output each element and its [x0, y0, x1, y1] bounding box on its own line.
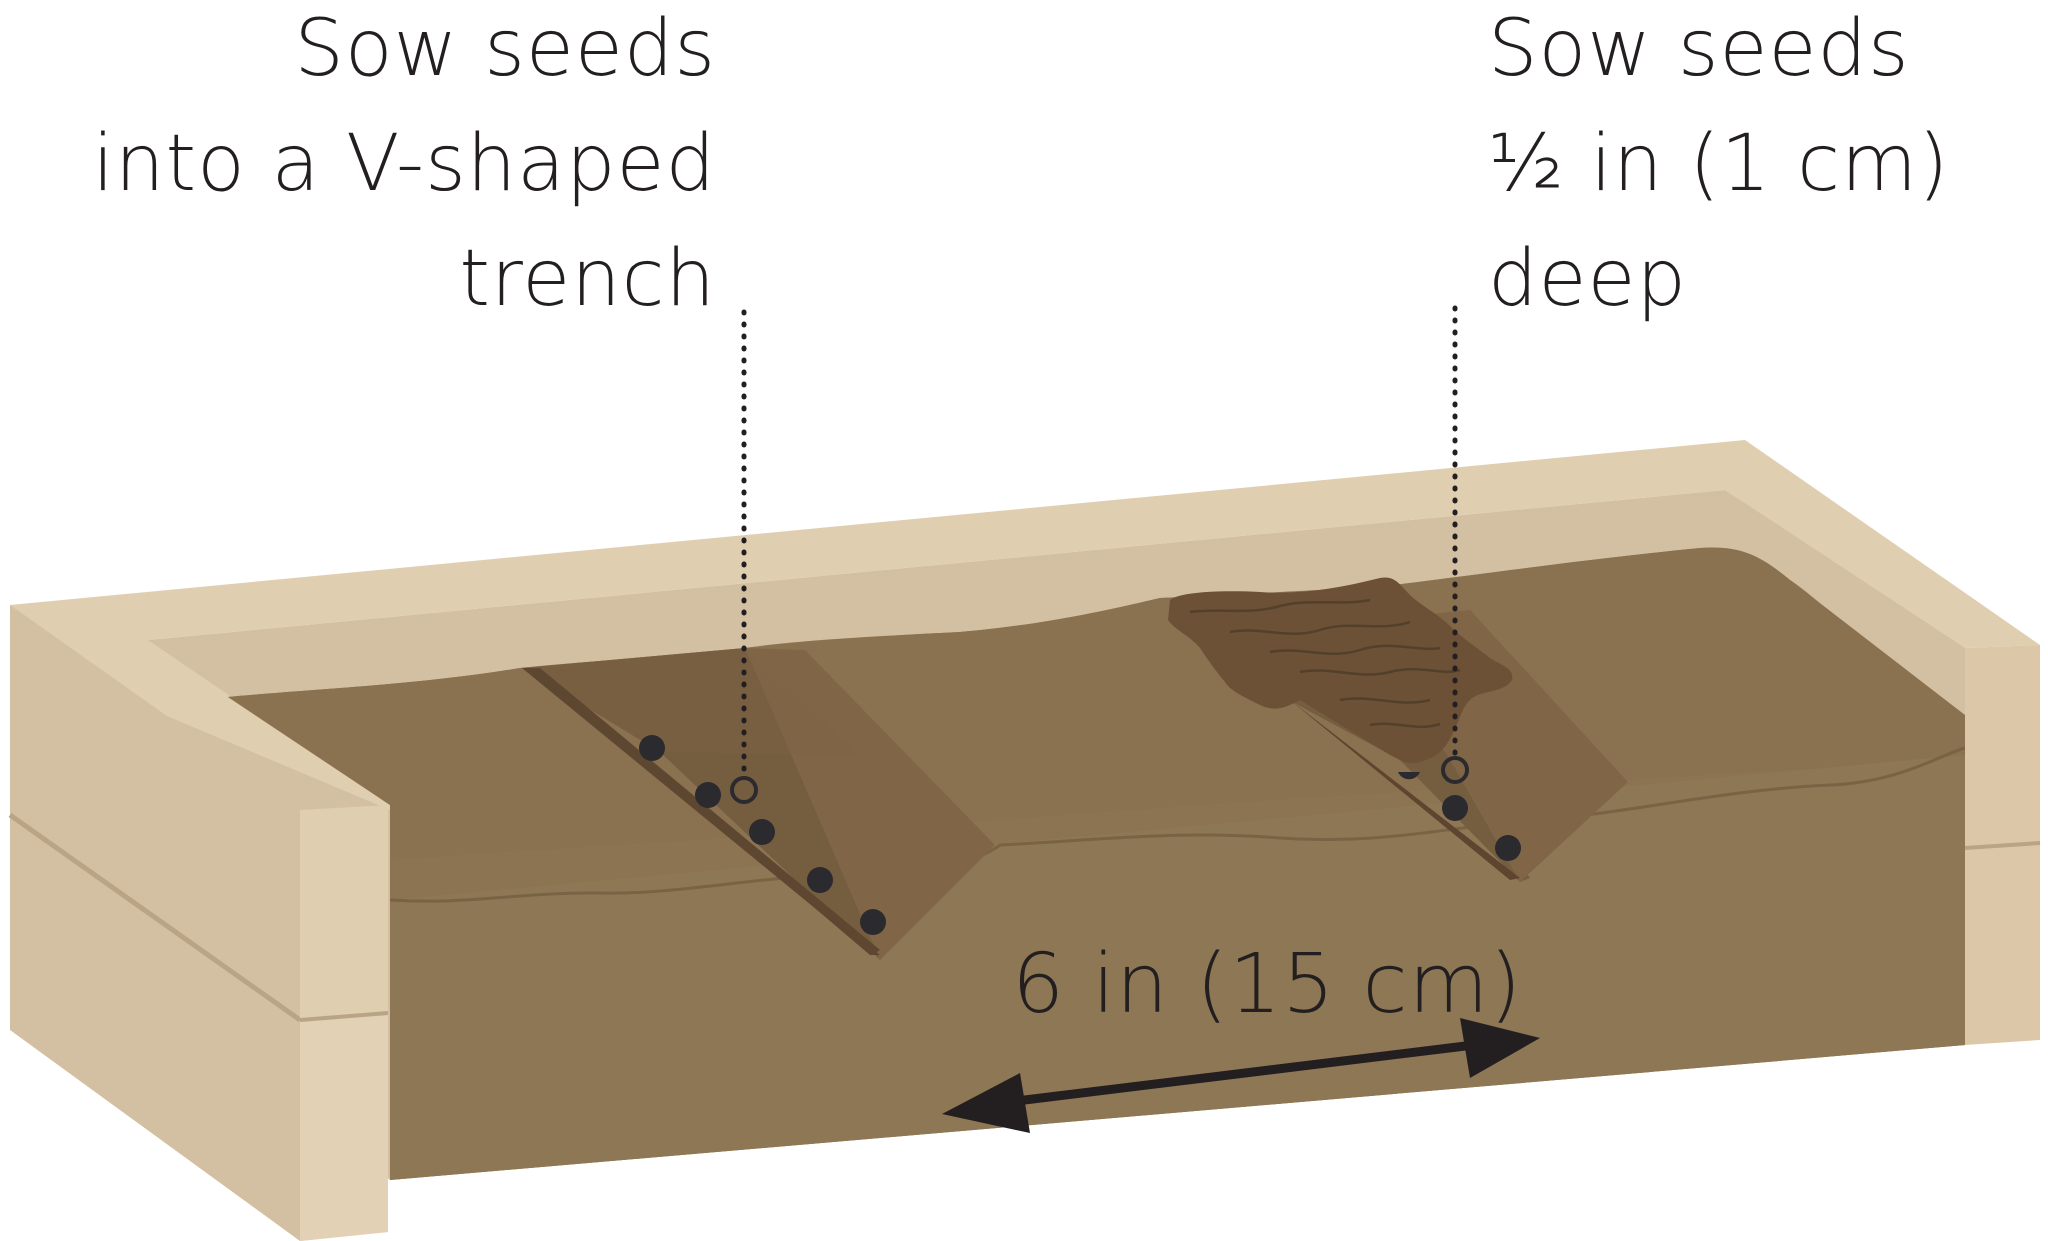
depth-label-line-2: ½ in (1 cm) [1488, 119, 1950, 209]
seed [1495, 835, 1521, 861]
front-frame-left-board-seam [8, 812, 302, 1023]
trench-label-line-3: trench [459, 234, 716, 324]
seed [860, 909, 886, 935]
seed [639, 735, 665, 761]
right-trench-furrow [1290, 700, 1520, 880]
spacing-arrow-left-head [942, 1073, 1030, 1133]
left-trench-back-slope [522, 648, 860, 755]
depth-label-line-3: deep [1488, 234, 1687, 324]
seed-outline [730, 776, 758, 804]
right-post-seam [1964, 841, 2041, 850]
spacing-arrow-right-head [1460, 1018, 1540, 1078]
seed-partial [1398, 772, 1420, 780]
trench-instruction-label: Sow seeds into a V-shaped trench [92, 0, 716, 337]
seed [695, 782, 721, 808]
bed-top-rim [10, 440, 2040, 810]
soil-mound-texture [1189, 598, 1461, 729]
soil-mound [1168, 577, 1513, 764]
depth-instruction-label: Sow seeds ½ in (1 cm) deep [1488, 0, 1949, 337]
front-frame-left-end-lower [10, 815, 300, 1241]
left-post-seam [299, 1011, 389, 1022]
front-frame-left-end-upper [10, 605, 300, 1020]
trench-label-line-2: into a V-shaped [92, 119, 716, 209]
seed [1442, 795, 1468, 821]
left-trench-seeds [639, 735, 886, 935]
spacing-arrow-shaft [999, 1038, 1491, 1108]
spacing-label: 6 in (15 cm) [1012, 937, 1523, 1032]
depth-label-line-1: Sow seeds [1488, 4, 1910, 94]
seed [807, 867, 833, 893]
left-post-face-lower [300, 1013, 388, 1241]
seed [749, 819, 775, 845]
right-trench-seeds [1398, 756, 1521, 861]
seed-outline [1441, 756, 1469, 784]
spacing-arrow [942, 1018, 1540, 1133]
left-trench-near-wall [745, 648, 995, 960]
trench-label-line-1: Sow seeds [294, 4, 716, 94]
left-trench-shadow [522, 668, 880, 955]
soil-front-face [390, 755, 1965, 1180]
